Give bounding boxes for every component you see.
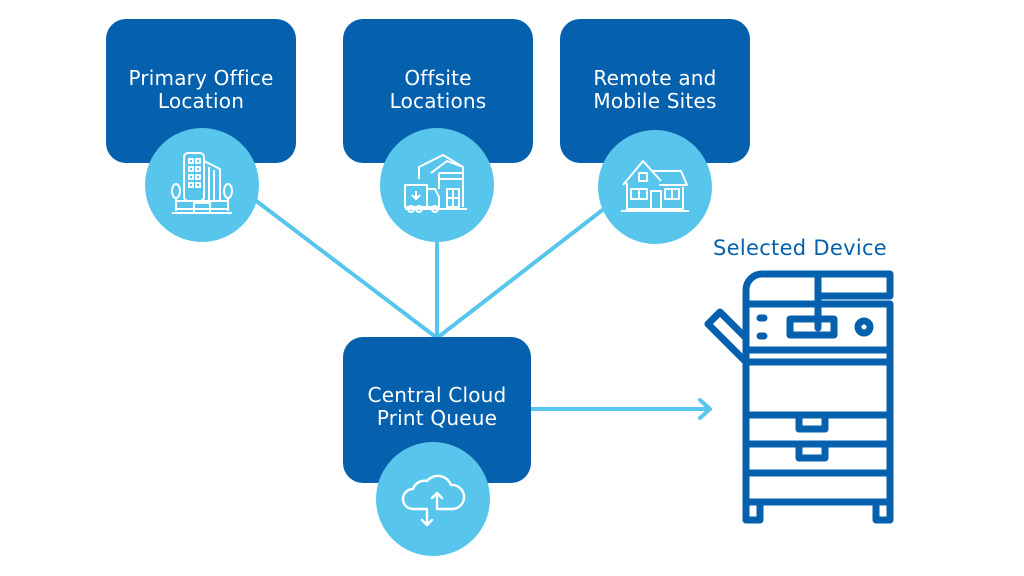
node-central-cloud-badge (376, 442, 490, 556)
office-building-icon (171, 152, 233, 214)
cloud-sync-icon (401, 474, 466, 527)
edge-primary-to-central (253, 198, 439, 340)
node-label: Primary Office (128, 66, 274, 90)
node-primary-office-badge (145, 128, 259, 242)
node-label: Print Queue (376, 406, 498, 430)
house-icon (621, 160, 689, 212)
edge-remote-to-central (435, 206, 607, 340)
arrow-head-icon (698, 398, 712, 420)
node-label: Central Cloud (367, 383, 507, 407)
node-label: Locations (389, 89, 487, 113)
node-remote-mobile-sites-badge (598, 130, 712, 244)
warehouse-truck-icon (404, 154, 467, 213)
device-title: Selected Device (713, 236, 888, 260)
node-offsite-locations-badge (380, 128, 494, 242)
node-offsite-locations: Offsite Locations (343, 19, 533, 163)
node-label: Remote and (593, 66, 717, 90)
node-label: Location (157, 89, 245, 113)
node-label: Offsite (404, 66, 472, 90)
printer-copier-icon (704, 270, 894, 524)
node-label: Mobile Sites (593, 89, 717, 113)
